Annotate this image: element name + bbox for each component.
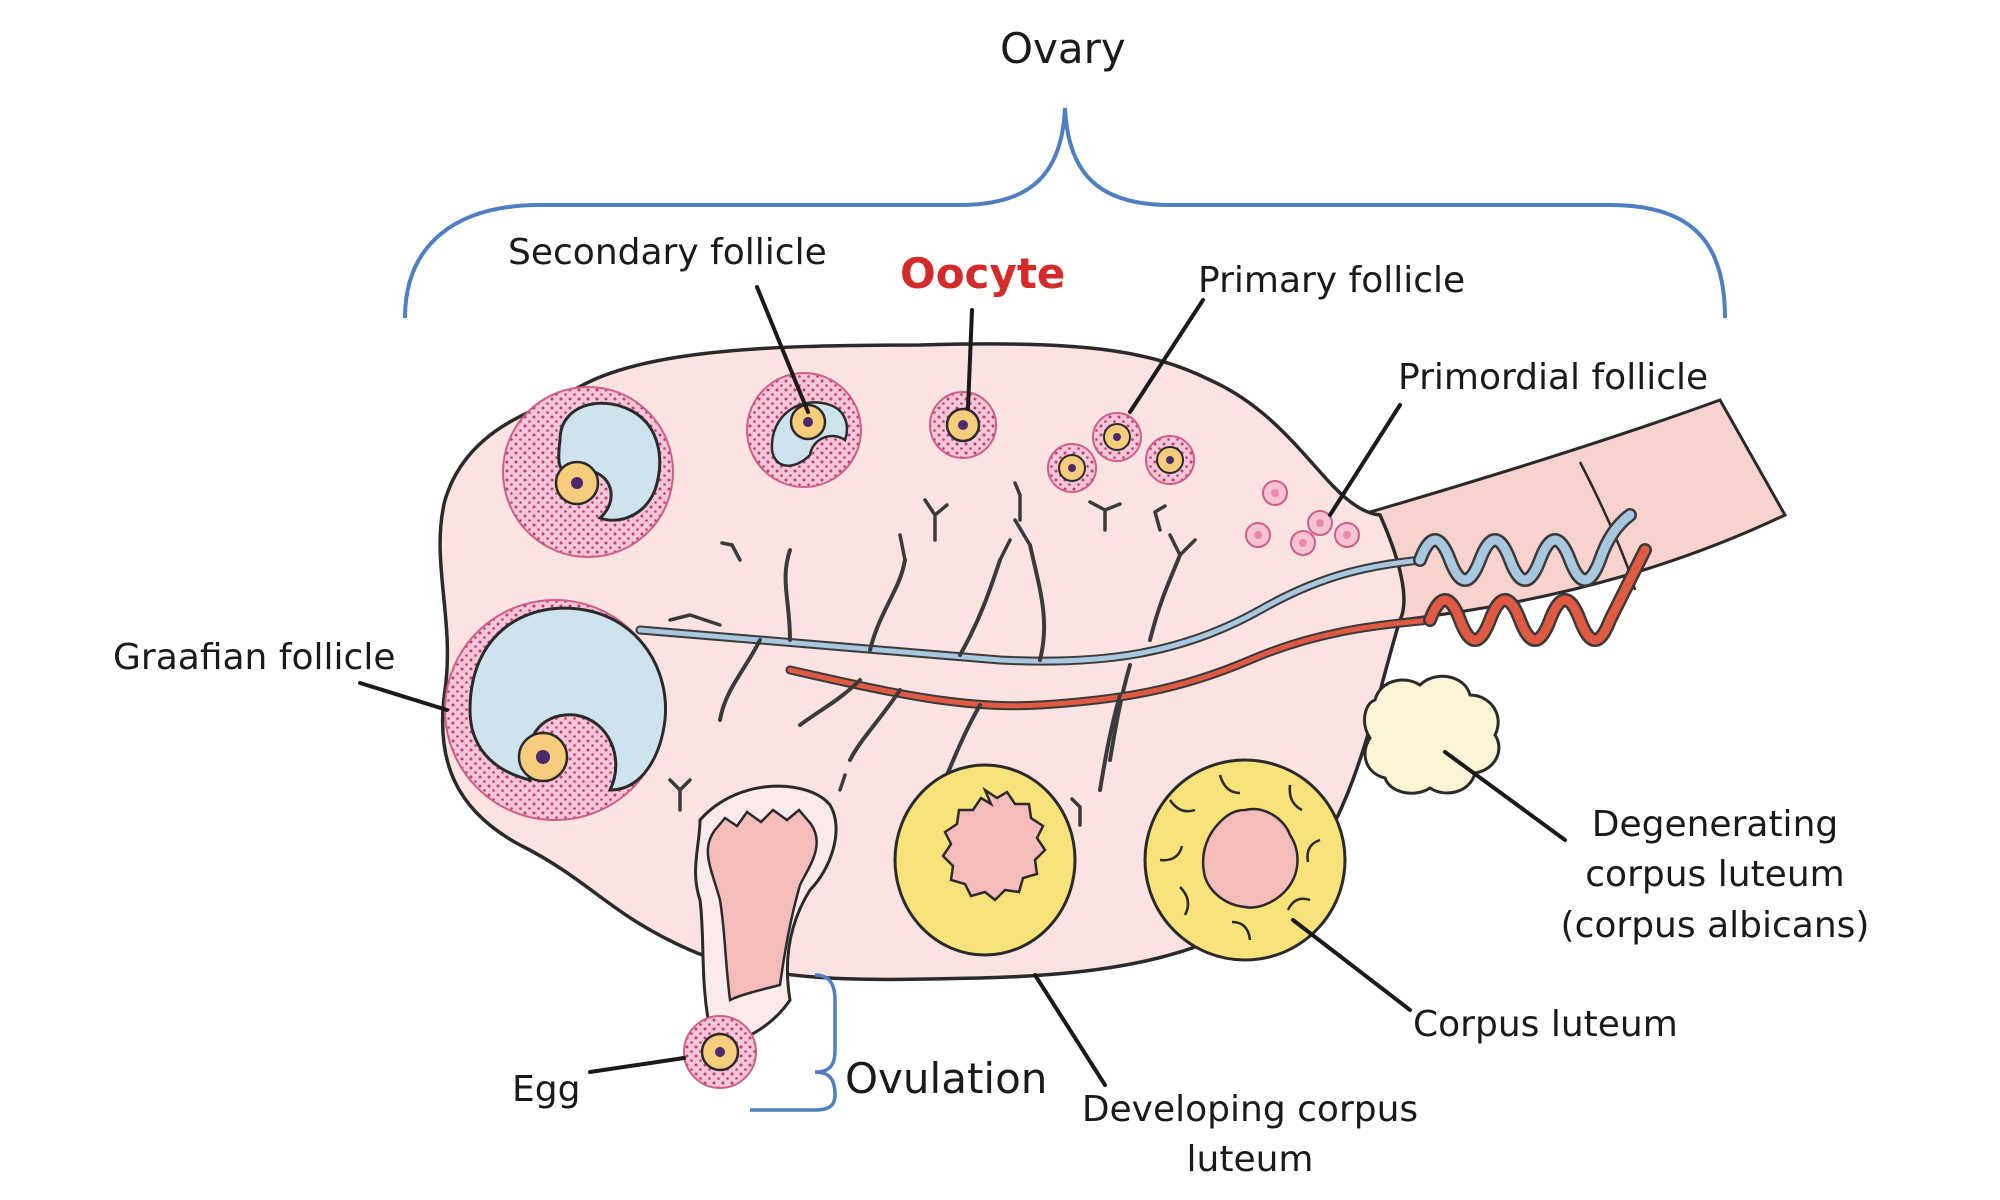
label-developing-line2: luteum (1186, 1139, 1314, 1181)
secondary-follicle (746, 372, 862, 488)
oocyte-follicle (929, 391, 997, 459)
primordial-follicles (1245, 480, 1360, 556)
primary-follicles (1047, 412, 1195, 493)
corpus-luteum (1143, 758, 1347, 962)
label-degenerating-corpus-luteum: Degenerating corpus luteum (corpus albic… (1545, 800, 1885, 951)
leader-lines (358, 285, 1567, 1087)
label-developing-line1: Developing corpus (1081, 1089, 1419, 1130)
label-ovary: Ovary (1000, 24, 1126, 73)
antral-follicle (502, 386, 674, 558)
label-corpus-luteum: Corpus luteum (1413, 1004, 1678, 1045)
graafian-follicle (444, 599, 668, 821)
label-primary-follicle: Primary follicle (1198, 260, 1466, 301)
veins (635, 508, 1637, 762)
label-developing-corpus-luteum: Developing corpus luteum (1065, 1085, 1435, 1186)
label-secondary-follicle: Secondary follicle (508, 232, 827, 273)
label-graafian-follicle: Graafian follicle (113, 637, 396, 678)
label-ovulation: Ovulation (845, 1054, 1048, 1103)
label-degenerating-line1: Degenerating (1591, 804, 1839, 845)
ruptured-follicle (694, 784, 838, 1053)
label-egg: Egg (512, 1069, 581, 1110)
arteries (785, 543, 1652, 792)
label-oocyte: Oocyte (900, 249, 1066, 298)
vessel-fragments (668, 481, 1167, 827)
label-degenerating-line3: (corpus albicans) (1560, 904, 1870, 946)
label-primordial-follicle: Primordial follicle (1398, 357, 1709, 398)
egg (683, 1015, 757, 1089)
ligament (1358, 398, 1788, 622)
ovary-brace (403, 107, 1727, 319)
label-degenerating-line2: corpus luteum (1585, 854, 1845, 896)
ovulation-brace (750, 973, 837, 1112)
developing-corpus-luteum (893, 763, 1077, 957)
